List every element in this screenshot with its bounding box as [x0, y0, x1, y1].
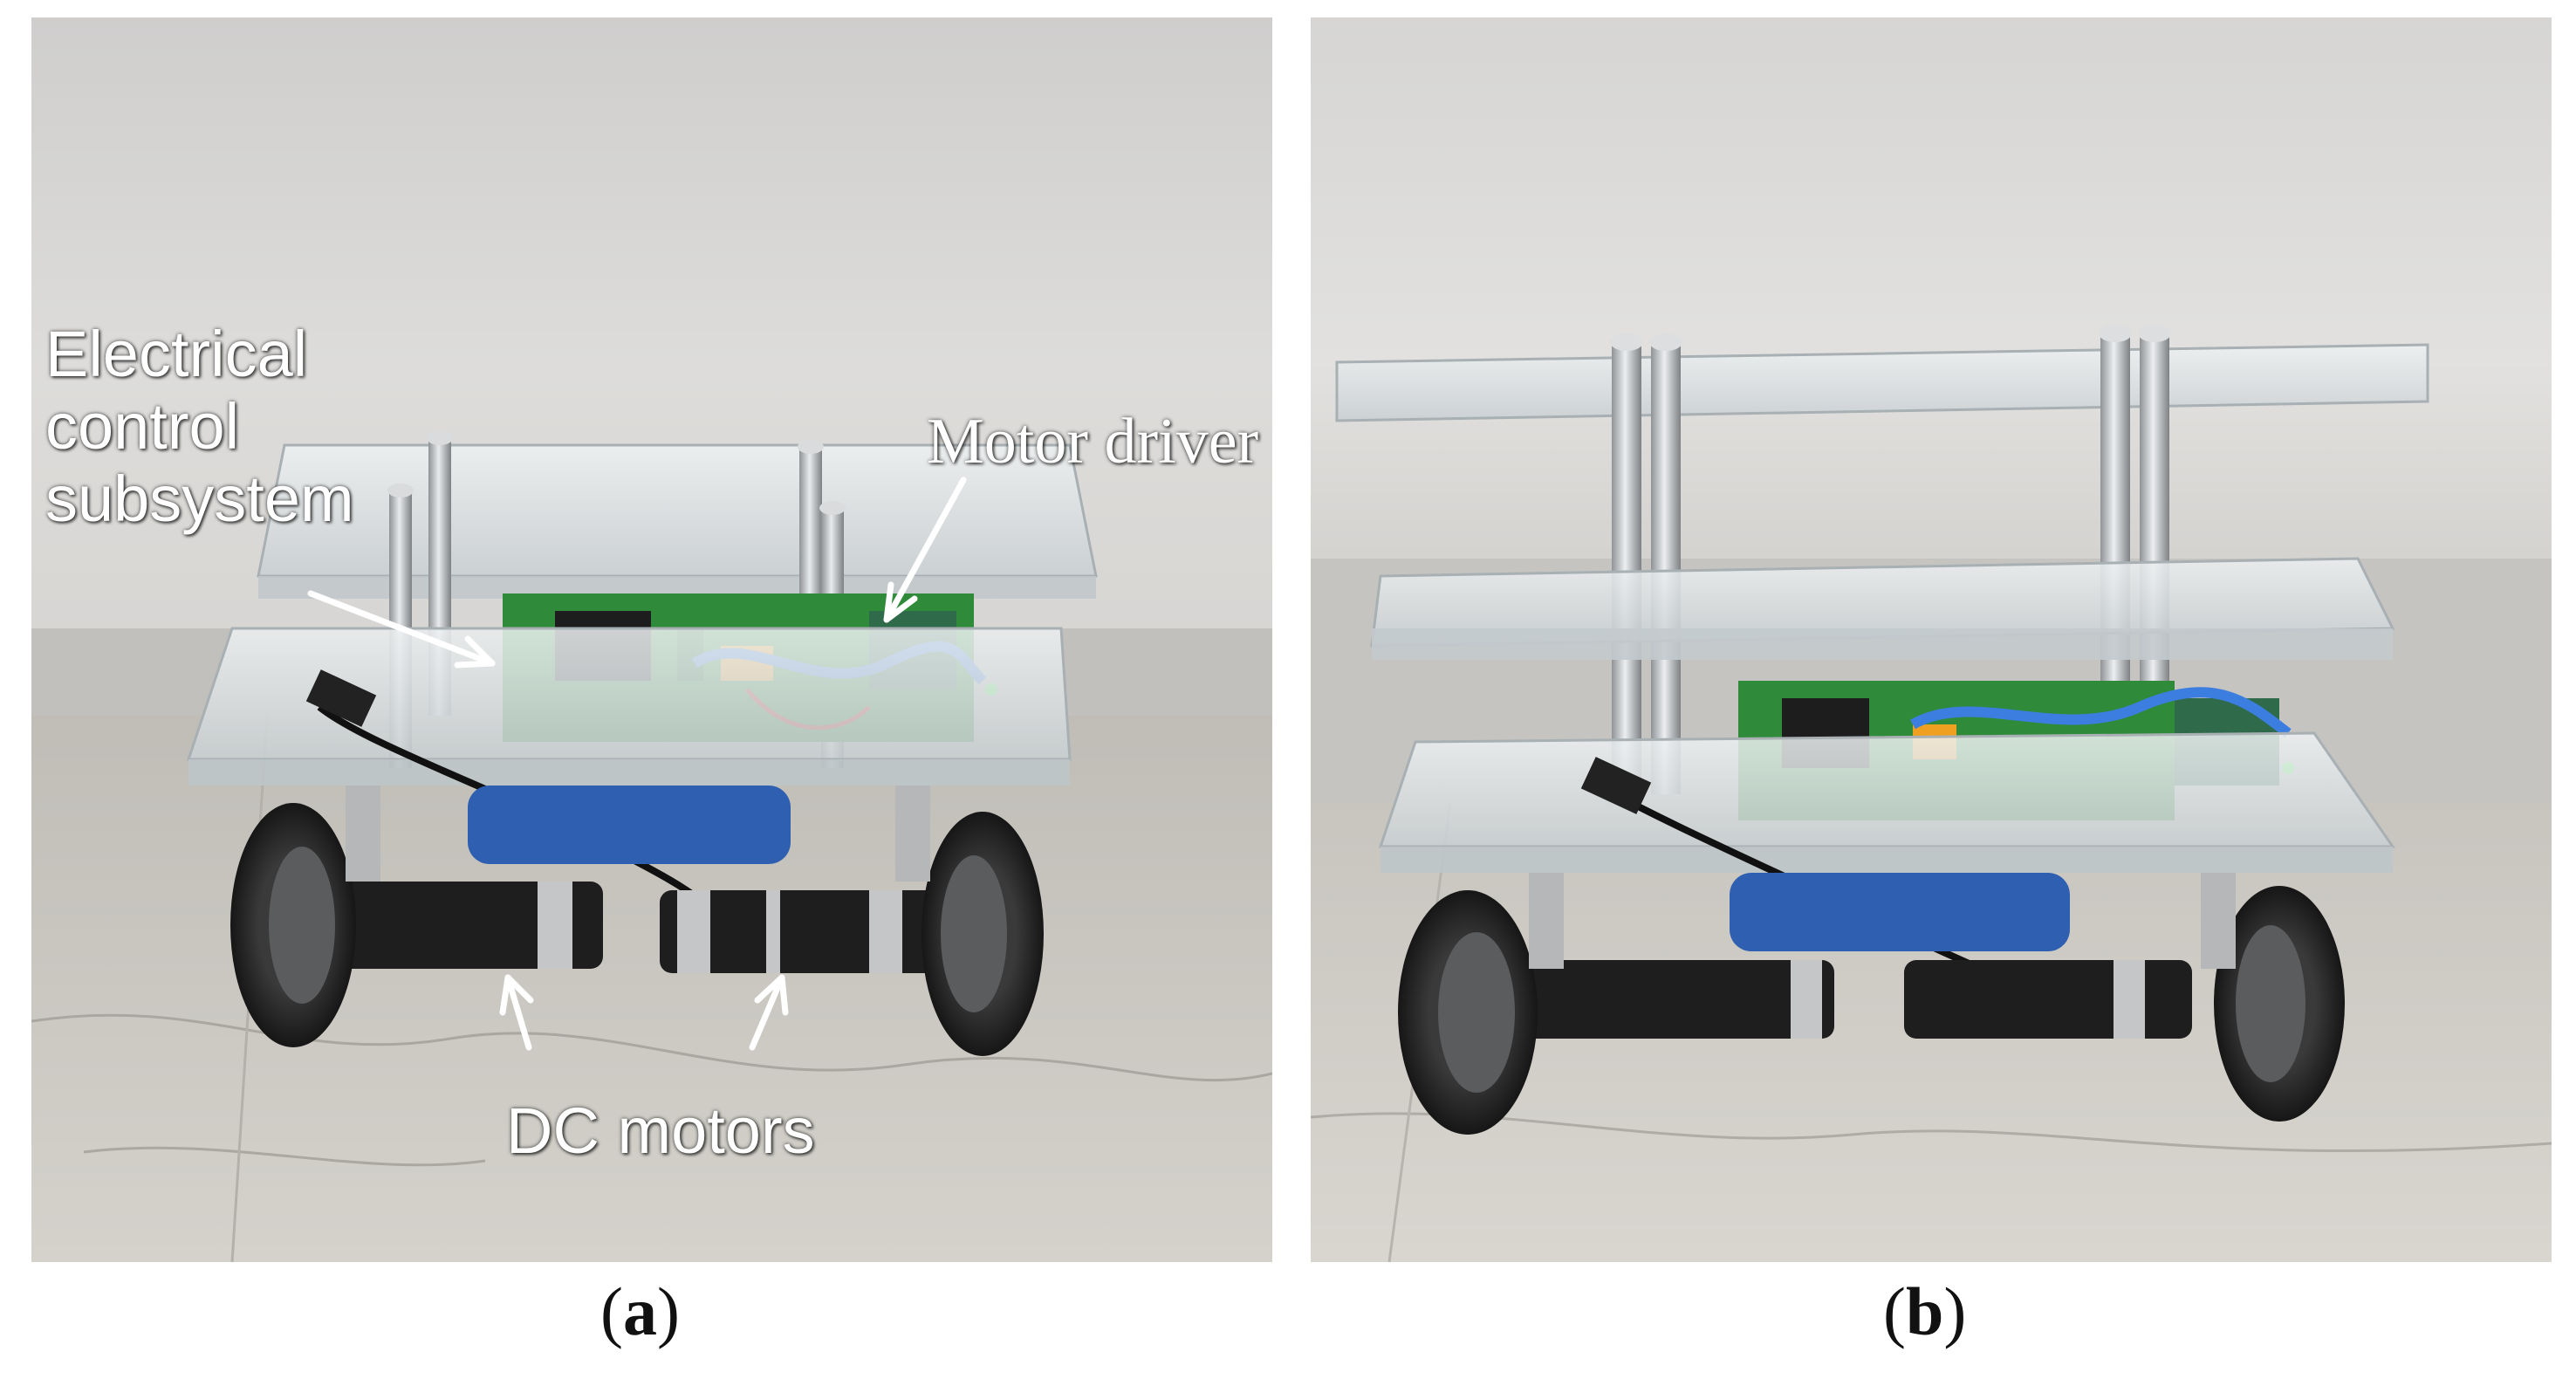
label-line: Electrical	[45, 318, 308, 390]
label-motor-driver: Motor driver	[927, 406, 1259, 477]
caption-paren: )	[656, 1273, 680, 1349]
dc-motor-right	[1904, 960, 2192, 1039]
caption-letter: b	[1905, 1273, 1944, 1349]
robot-photo-front	[31, 17, 1272, 1262]
caption-b: (b)	[1883, 1273, 1966, 1351]
robot-photo-side	[1311, 17, 2552, 1262]
wall	[1311, 17, 2552, 593]
pillar	[1612, 340, 1641, 794]
label-line: subsystem	[45, 462, 354, 535]
label-electrical-control-subsystem: Electrical control subsystem	[45, 318, 354, 536]
annotation-arrows	[307, 477, 967, 1051]
caption-paren: (	[600, 1273, 623, 1349]
label-dc-motors: DC motors	[506, 1094, 815, 1167]
caption-letter: a	[622, 1273, 657, 1349]
pillar	[1651, 340, 1681, 794]
label-line: control	[45, 389, 240, 463]
caption-paren: (	[1883, 1273, 1906, 1349]
caption-paren: )	[1943, 1273, 1967, 1349]
lower-plate	[1378, 731, 2395, 848]
battery	[468, 786, 791, 864]
photo-panel-a: Electrical control subsystem Motor drive…	[31, 17, 1272, 1262]
caption-a: (a)	[600, 1273, 680, 1351]
battery	[1730, 873, 2070, 951]
dc-motor-left	[332, 882, 603, 969]
dc-motor-left	[1520, 960, 1834, 1039]
photo-panel-b	[1311, 17, 2552, 1262]
